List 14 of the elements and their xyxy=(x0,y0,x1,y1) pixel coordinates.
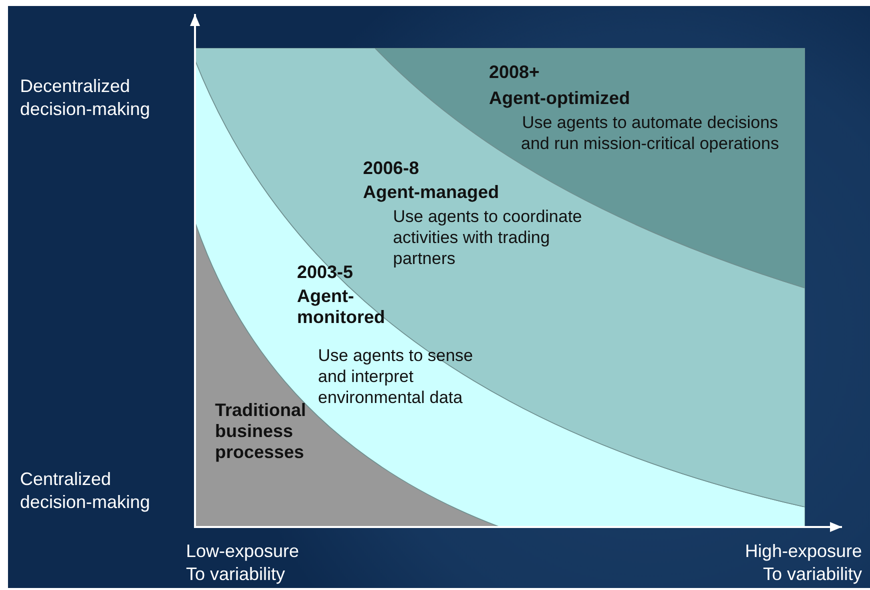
stage-description: Use agents to sense and interpret environmental data xyxy=(318,345,474,408)
axis-label: Decentralized decision-making xyxy=(20,75,152,121)
year-label: 2008+ xyxy=(489,62,541,83)
axis-label: Low-exposure To variability xyxy=(186,540,300,586)
stage-title: Agent-monitored xyxy=(297,286,386,328)
stage-description: Use agents to coordinate activities with trading partners xyxy=(393,206,584,269)
stage-title: Agent-managed xyxy=(363,182,500,203)
year-label: 2003-5 xyxy=(297,262,354,283)
year-label: 2006-8 xyxy=(363,158,420,179)
stage-description: Use agents to automate decisions and run mission-critical operations xyxy=(520,112,780,154)
axis-label: Centralized decision-making xyxy=(20,468,152,514)
stage-title: Agent-optimized xyxy=(489,88,631,109)
axis-label: High-exposure To variability xyxy=(744,540,862,586)
region-title: Traditional business processes xyxy=(215,400,308,463)
